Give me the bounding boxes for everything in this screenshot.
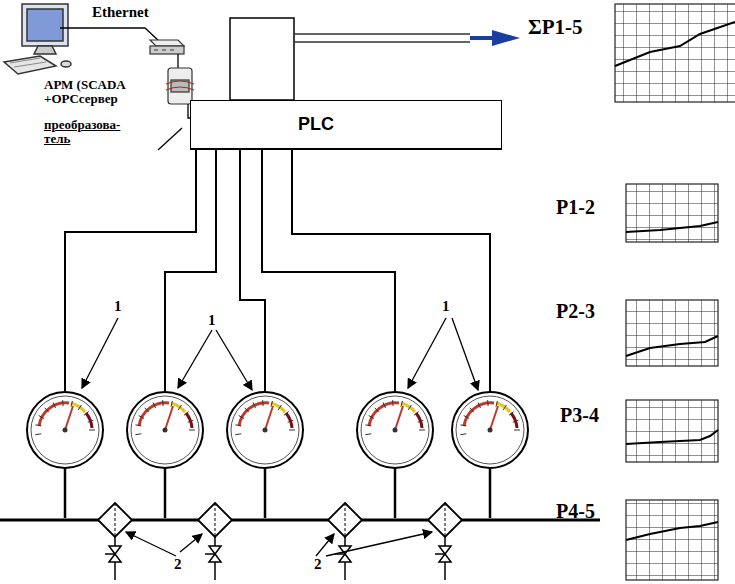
- sensor-wires: [65, 150, 490, 391]
- chart-label: P4-5: [556, 500, 595, 522]
- output-arrow: [492, 30, 520, 46]
- trend-charts: [615, 4, 735, 580]
- network-label: Ethernet: [92, 4, 149, 21]
- switch: [150, 40, 184, 54]
- callout-number: 1: [208, 312, 216, 329]
- data-link: [294, 34, 470, 42]
- callout-leaders: [82, 318, 478, 556]
- workstation-label: АРМ (SCADA +OPCсервер: [44, 78, 154, 107]
- workstation: [4, 4, 71, 74]
- module-box: [230, 18, 294, 100]
- plc-label: PLC: [298, 114, 334, 135]
- callout-number: 2: [314, 556, 322, 573]
- callout-number: 1: [114, 298, 122, 315]
- converter: [166, 68, 194, 104]
- callout-number: 1: [442, 298, 450, 315]
- plc-box: PLC: [190, 100, 502, 148]
- switch-link: [177, 54, 178, 68]
- filters: [98, 503, 462, 580]
- chart-label: P2-3: [556, 300, 595, 322]
- converter-label: преобразова- тель: [44, 118, 140, 147]
- pipe: [0, 519, 600, 522]
- ethernet-cable: [60, 28, 160, 42]
- callout-number: 2: [174, 556, 182, 573]
- chart-label: ΣP1-5: [528, 16, 583, 39]
- chart-label: P3-4: [560, 404, 599, 426]
- leader-line: [158, 128, 182, 150]
- chart-label: P1-2: [556, 196, 595, 218]
- pressure-gauges: [27, 392, 528, 518]
